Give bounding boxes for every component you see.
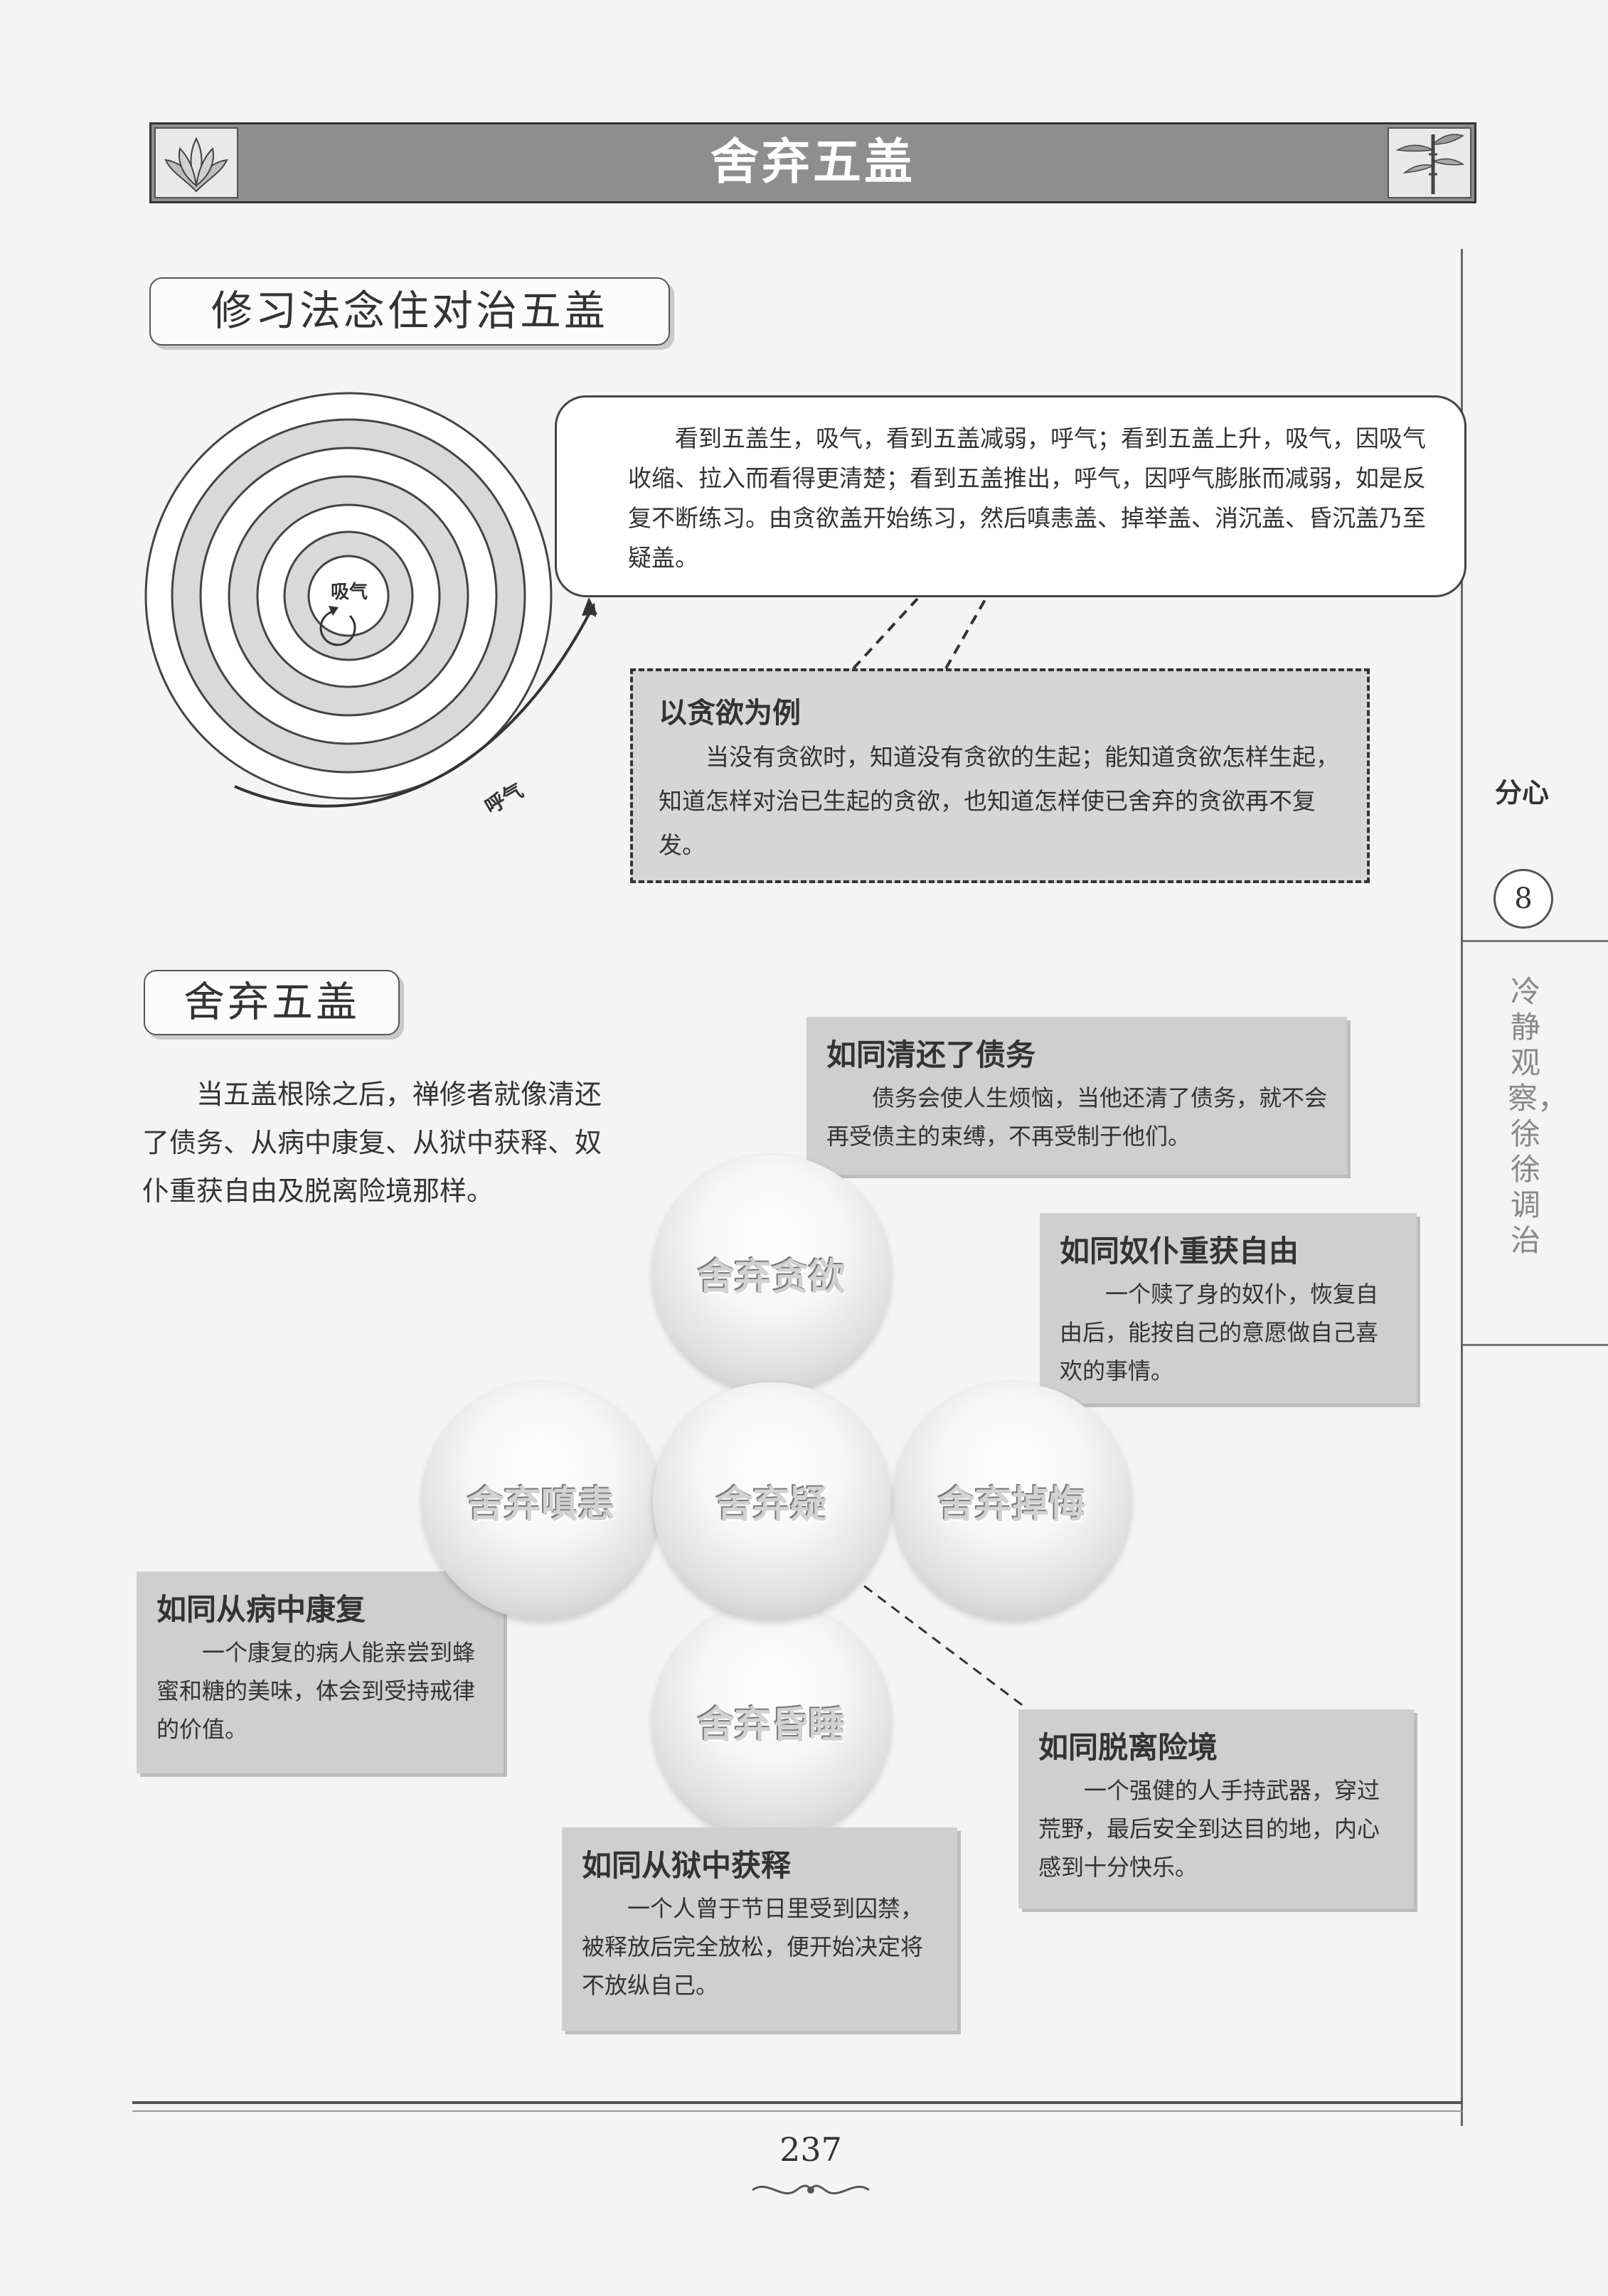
lotus-illustration [154,127,238,198]
page-frame-bottom [132,2101,1462,2104]
analogy-illness-title: 如同从病中康复 [156,1592,366,1627]
greed-example-title: 以贪欲为例 [659,697,801,730]
ornament-icon [752,2184,870,2195]
analogy-debt-box: 如同清还了债务 债务会使人生烦恼，当他还清了债务，就不会再受债主的束缚，不再受制… [806,1017,1347,1175]
abandon-intro-text: 当五盖根除之后，禅修者就像清还了债务、从病中康复、从狱中获释、奴仆重获自由及脱离… [142,1079,602,1207]
practice-callout-text: 看到五盖生，吸气，看到五盖减弱，呼气；看到五盖上升，吸气，因吸气收缩、拉入而看得… [628,425,1426,572]
sphere-abandon-restlessness-label: 舍弃掉悔 [937,1483,1086,1527]
analogy-prison-text: 一个人曾于节日里受到囚禁，被释放后完全放松，便开始决定将不放纵自己。 [582,1895,924,1999]
sphere-abandon-doubt: 舍弃疑 [653,1382,890,1620]
sphere-abandon-restlessness: 舍弃掉悔 [893,1382,1131,1620]
sphere-abandon-greed-label: 舍弃贪欲 [697,1256,846,1299]
analogy-prison-title: 如同从狱中获释 [582,1848,792,1883]
page-number: 237 [779,2130,842,2169]
analogy-danger-box: 如同脱离险境 一个强健的人手持武器，穿过荒野，最后安全到达目的地，内心感到十分快… [1018,1709,1414,1908]
page-frame-right [1461,249,1463,2126]
sphere-abandon-doubt-label: 舍弃疑 [715,1483,827,1527]
section-label-practice: 修习法念住对治五盖 [149,277,670,346]
analogy-debt-text: 债务会使人生烦恼，当他还清了债务，就不会再受债主的束缚，不再受制于他们。 [826,1084,1328,1150]
header-banner: 舍弃五盖 [149,122,1476,203]
sphere-abandon-sloth-label: 舍弃昏睡 [697,1704,846,1747]
side-tab-chapter: 分心 [1494,777,1549,808]
analogy-slave-text: 一个赎了身的奴仆，恢复自由后，能按自己的意愿做自己喜欢的事情。 [1060,1281,1379,1384]
analogy-prison-box: 如同从狱中获释 一个人曾于节日里受到囚禁，被释放后完全放松，便开始决定将不放纵自… [562,1827,957,2031]
practice-callout: 看到五盖生，吸气，看到五盖减弱，呼气；看到五盖上升，吸气，因吸气收缩、拉入而看得… [555,395,1466,597]
abandon-intro: 当五盖根除之后，禅修者就像清还了债务、从病中康复、从狱中获释、奴仆重获自由及脱离… [142,1070,612,1215]
bamboo-illustration [1388,127,1471,198]
analogy-slave-box: 如同奴仆重获自由 一个赎了身的奴仆，恢复自由后，能按自己的意愿做自己喜欢的事情。 [1040,1213,1417,1404]
side-tab-title: 冷静观察，徐徐调治 [1508,974,1568,1258]
sphere-abandon-greed: 舍弃贪欲 [653,1155,890,1392]
page-title: 舍弃五盖 [710,134,915,191]
analogy-debt-title: 如同清还了债务 [826,1037,1036,1072]
danger-connector [850,1574,1025,1708]
sphere-abandon-hatred-label: 舍弃嗔恚 [467,1483,615,1527]
callout-connector [852,597,987,670]
side-tab-divider-top [1463,940,1608,942]
page-frame-bottom-thin [132,2110,1462,2112]
analogy-slave-title: 如同奴仆重获自由 [1060,1234,1299,1269]
breathing-circles-diagram [144,392,597,808]
side-tab-chapter-number: 8 [1493,869,1553,929]
analogy-illness-box: 如同从病中康复 一个康复的病人能亲尝到蜂蜜和糖的美味，体会到受持戒律的价值。 [137,1571,504,1773]
inhale-label: 吸气 [330,582,368,603]
analogy-illness-text: 一个康复的病人能亲尝到蜂蜜和糖的美味，体会到受持戒律的价值。 [156,1639,476,1743]
greed-example-text: 当没有贪欲时，知道没有贪欲的生起；能知道贪欲怎样生起，知道怎样对治已生起的贪欲，… [659,743,1339,859]
greed-example-box: 以贪欲为例 当没有贪欲时，知道没有贪欲的生起；能知道贪欲怎样生起，知道怎样对治已… [630,668,1370,883]
analogy-danger-title: 如同脱离险境 [1038,1730,1218,1765]
analogy-danger-text: 一个强健的人手持武器，穿过荒野，最后安全到达目的地，内心感到十分快乐。 [1038,1777,1380,1881]
sphere-abandon-hatred: 舍弃嗔恚 [422,1382,660,1620]
sphere-abandon-sloth: 舍弃昏睡 [653,1603,890,1840]
section-label-abandon: 舍弃五盖 [144,970,400,1035]
side-tab-divider-bottom [1463,1344,1608,1346]
